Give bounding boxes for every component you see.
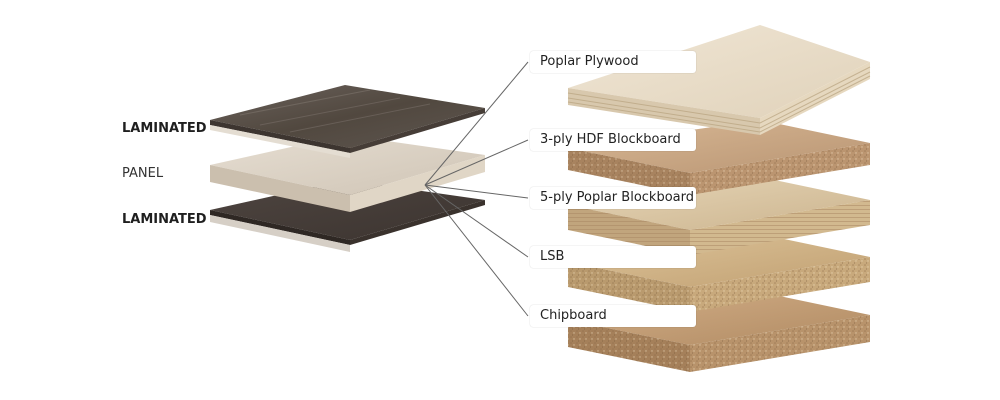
leader-line-chipboard [424,184,529,317]
label-lsb: LSB [530,246,696,268]
board-3ply-hdf-blockboard [568,120,870,195]
label-3ply-hdf-blockboard: 3-ply HDF Blockboard [530,129,696,151]
board-5ply-blockboard [568,177,870,255]
label-laminated-top: LAMINATED [122,121,207,136]
leader-line-hdf [424,139,529,186]
leader-line-lsb [424,184,529,258]
label-poplar-plywood: Poplar Plywood [530,51,696,73]
label-panel: PANEL [122,166,164,181]
label-5ply-poplar-blockboard: 5-ply Poplar Blockboard [530,187,696,209]
left-panel-core [210,135,485,212]
leader-lines [424,61,529,317]
board-poplar-plywood [567,25,871,135]
leader-line-plywood [424,61,529,186]
board-lsb [568,234,870,312]
board-chipboard [568,292,870,372]
leader-line-5ply [424,184,529,199]
left-top-laminate-sheet [210,85,485,158]
label-chipboard: Chipboard [530,305,696,327]
label-laminated-bottom: LAMINATED [122,212,207,227]
